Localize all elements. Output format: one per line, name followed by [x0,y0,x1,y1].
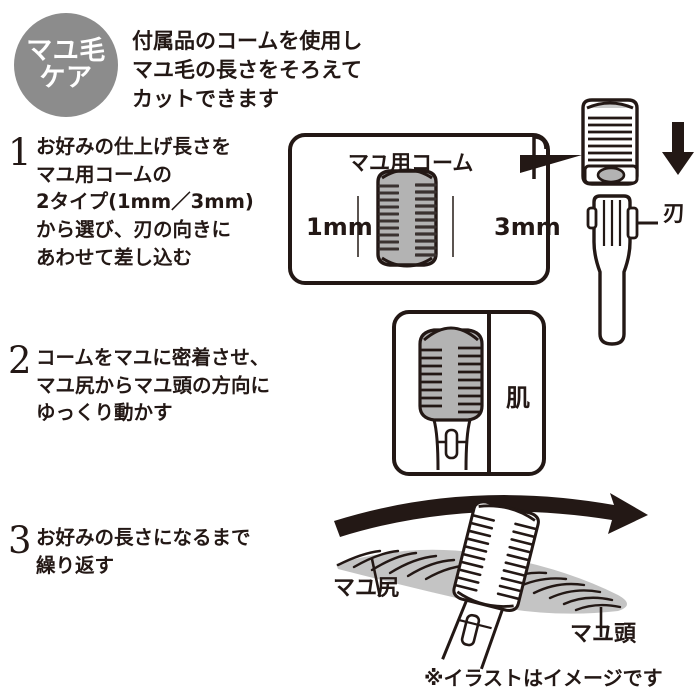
step-1-line-2: マユ用コームの [36,162,172,186]
step-3-line-1: お好みの長さになるまで [36,526,251,549]
step-1-text: お好みの仕上げ長さを マユ用コームの 2タイプ(1mm／3mm) から選び、刃の… [36,133,254,271]
intro-line-1: 付属品のコームを使用し [132,29,363,53]
step-2-line-1: コームをマユに密着させ、 [36,346,270,369]
blade-label: 刃 [663,202,686,227]
intro-text: 付属品のコームを使用し マユ毛の長さをそろえて カットできます [132,27,452,113]
comb-illustration-icon [376,168,438,268]
intro-line-2: マユ毛の長さをそろえて [132,57,362,82]
step-3-number: 3 [8,519,32,562]
step-2-line-2: マユ尻からマユ頭の方向に [36,373,271,397]
bracket-right [452,196,454,257]
trimmer-device-illustration [581,98,658,346]
eyebrow-head-label: マユ頭 [570,622,637,647]
bracket-left [357,196,359,257]
step-2-line-3: ゆっくり動かす [36,401,173,425]
step-1-number: 1 [8,131,32,174]
badge-line-2: ケア [39,63,93,93]
step-1-line-5: あわせて差し込む [36,245,193,269]
step-1-line-4: から選び、刃の向きに [36,218,232,242]
comb-1mm-label: 1mm [306,213,373,241]
callout-pointer-icon [520,135,582,179]
badge-line-1: マユ毛 [26,35,106,66]
skin-surface-line [487,314,491,472]
intro-line-3: カットできます [132,86,279,111]
comb-3mm-label: 3mm [494,213,561,241]
step-2-text: コームをマユに密着させ、 マユ尻からマユ頭の方向に ゆっくり動かす [36,344,270,427]
disclaimer-text: ※イラストはイメージです [424,666,663,690]
skin-label: 肌 [506,384,530,412]
step-2-number: 2 [8,339,32,382]
step-1-line-1: お好みの仕上げ長さを [36,135,232,158]
step-3-text: お好みの長さになるまで 繰り返す [36,524,251,579]
arrow-down-icon [662,122,694,175]
eyebrow-tail-label: マユ尻 [333,576,400,601]
category-badge: マユ毛 ケア [14,13,118,117]
step-3-line-2: 繰り返す [36,553,115,577]
step-1-line-3: 2タイプ(1mm／3mm) [36,190,254,214]
eyebrow-trimming-illustration [334,493,648,670]
comb-on-skin-illustration [418,326,484,471]
